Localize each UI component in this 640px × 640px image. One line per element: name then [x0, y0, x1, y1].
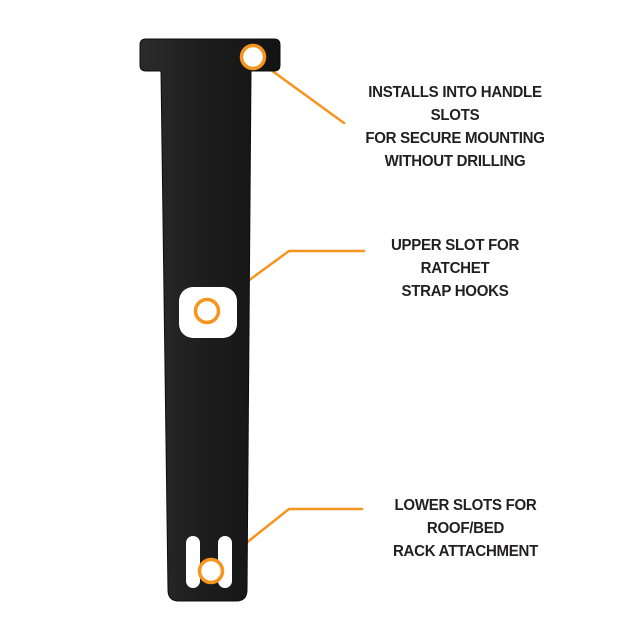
annotation-line: FOR SECURE MOUNTING [365, 130, 545, 147]
annotation-line: WITHOUT DRILLING [384, 153, 526, 170]
marker-lower-slots [197, 557, 225, 585]
annotation-upper-slot: UPPER SLOT FOR RATCHET STRAP HOOKS [366, 234, 545, 303]
annotation-line: INSTALLS INTO HANDLE SLOTS [368, 84, 542, 124]
marker-upper-slot [193, 297, 221, 325]
annotation-line: LOWER SLOTS FOR ROOF/BED [394, 497, 537, 537]
marker-handle-slots [239, 43, 267, 71]
annotation-line: RACK ATTACHMENT [392, 543, 539, 560]
annotation-handle-slots: INSTALLS INTO HANDLE SLOTS FOR SECURE MO… [354, 81, 555, 173]
annotation-line: STRAP HOOKS [401, 283, 509, 300]
annotation-line: UPPER SLOT FOR RATCHET [390, 237, 520, 277]
annotation-lower-slots: LOWER SLOTS FOR ROOF/BED RACK ATTACHMENT [369, 494, 562, 563]
lower-slot-left-cutout [186, 536, 200, 588]
